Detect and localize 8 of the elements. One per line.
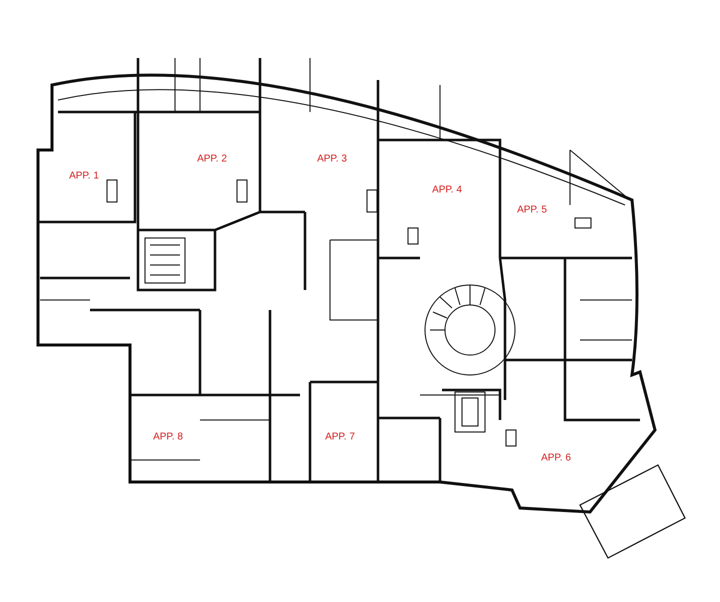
apartment-label: APP. 2 (197, 154, 227, 164)
apartment-label: APP. 4 (432, 184, 462, 196)
apartment-label: APP. 1 (69, 170, 99, 182)
apartment-label: APP. 8 (153, 432, 183, 442)
apartment-label: APP. 3 (317, 154, 347, 164)
apartment-label: APP. 5 (517, 204, 547, 216)
apartment-label: APP. 6 (541, 452, 571, 464)
apartment-label: APP. 7 (325, 432, 355, 442)
